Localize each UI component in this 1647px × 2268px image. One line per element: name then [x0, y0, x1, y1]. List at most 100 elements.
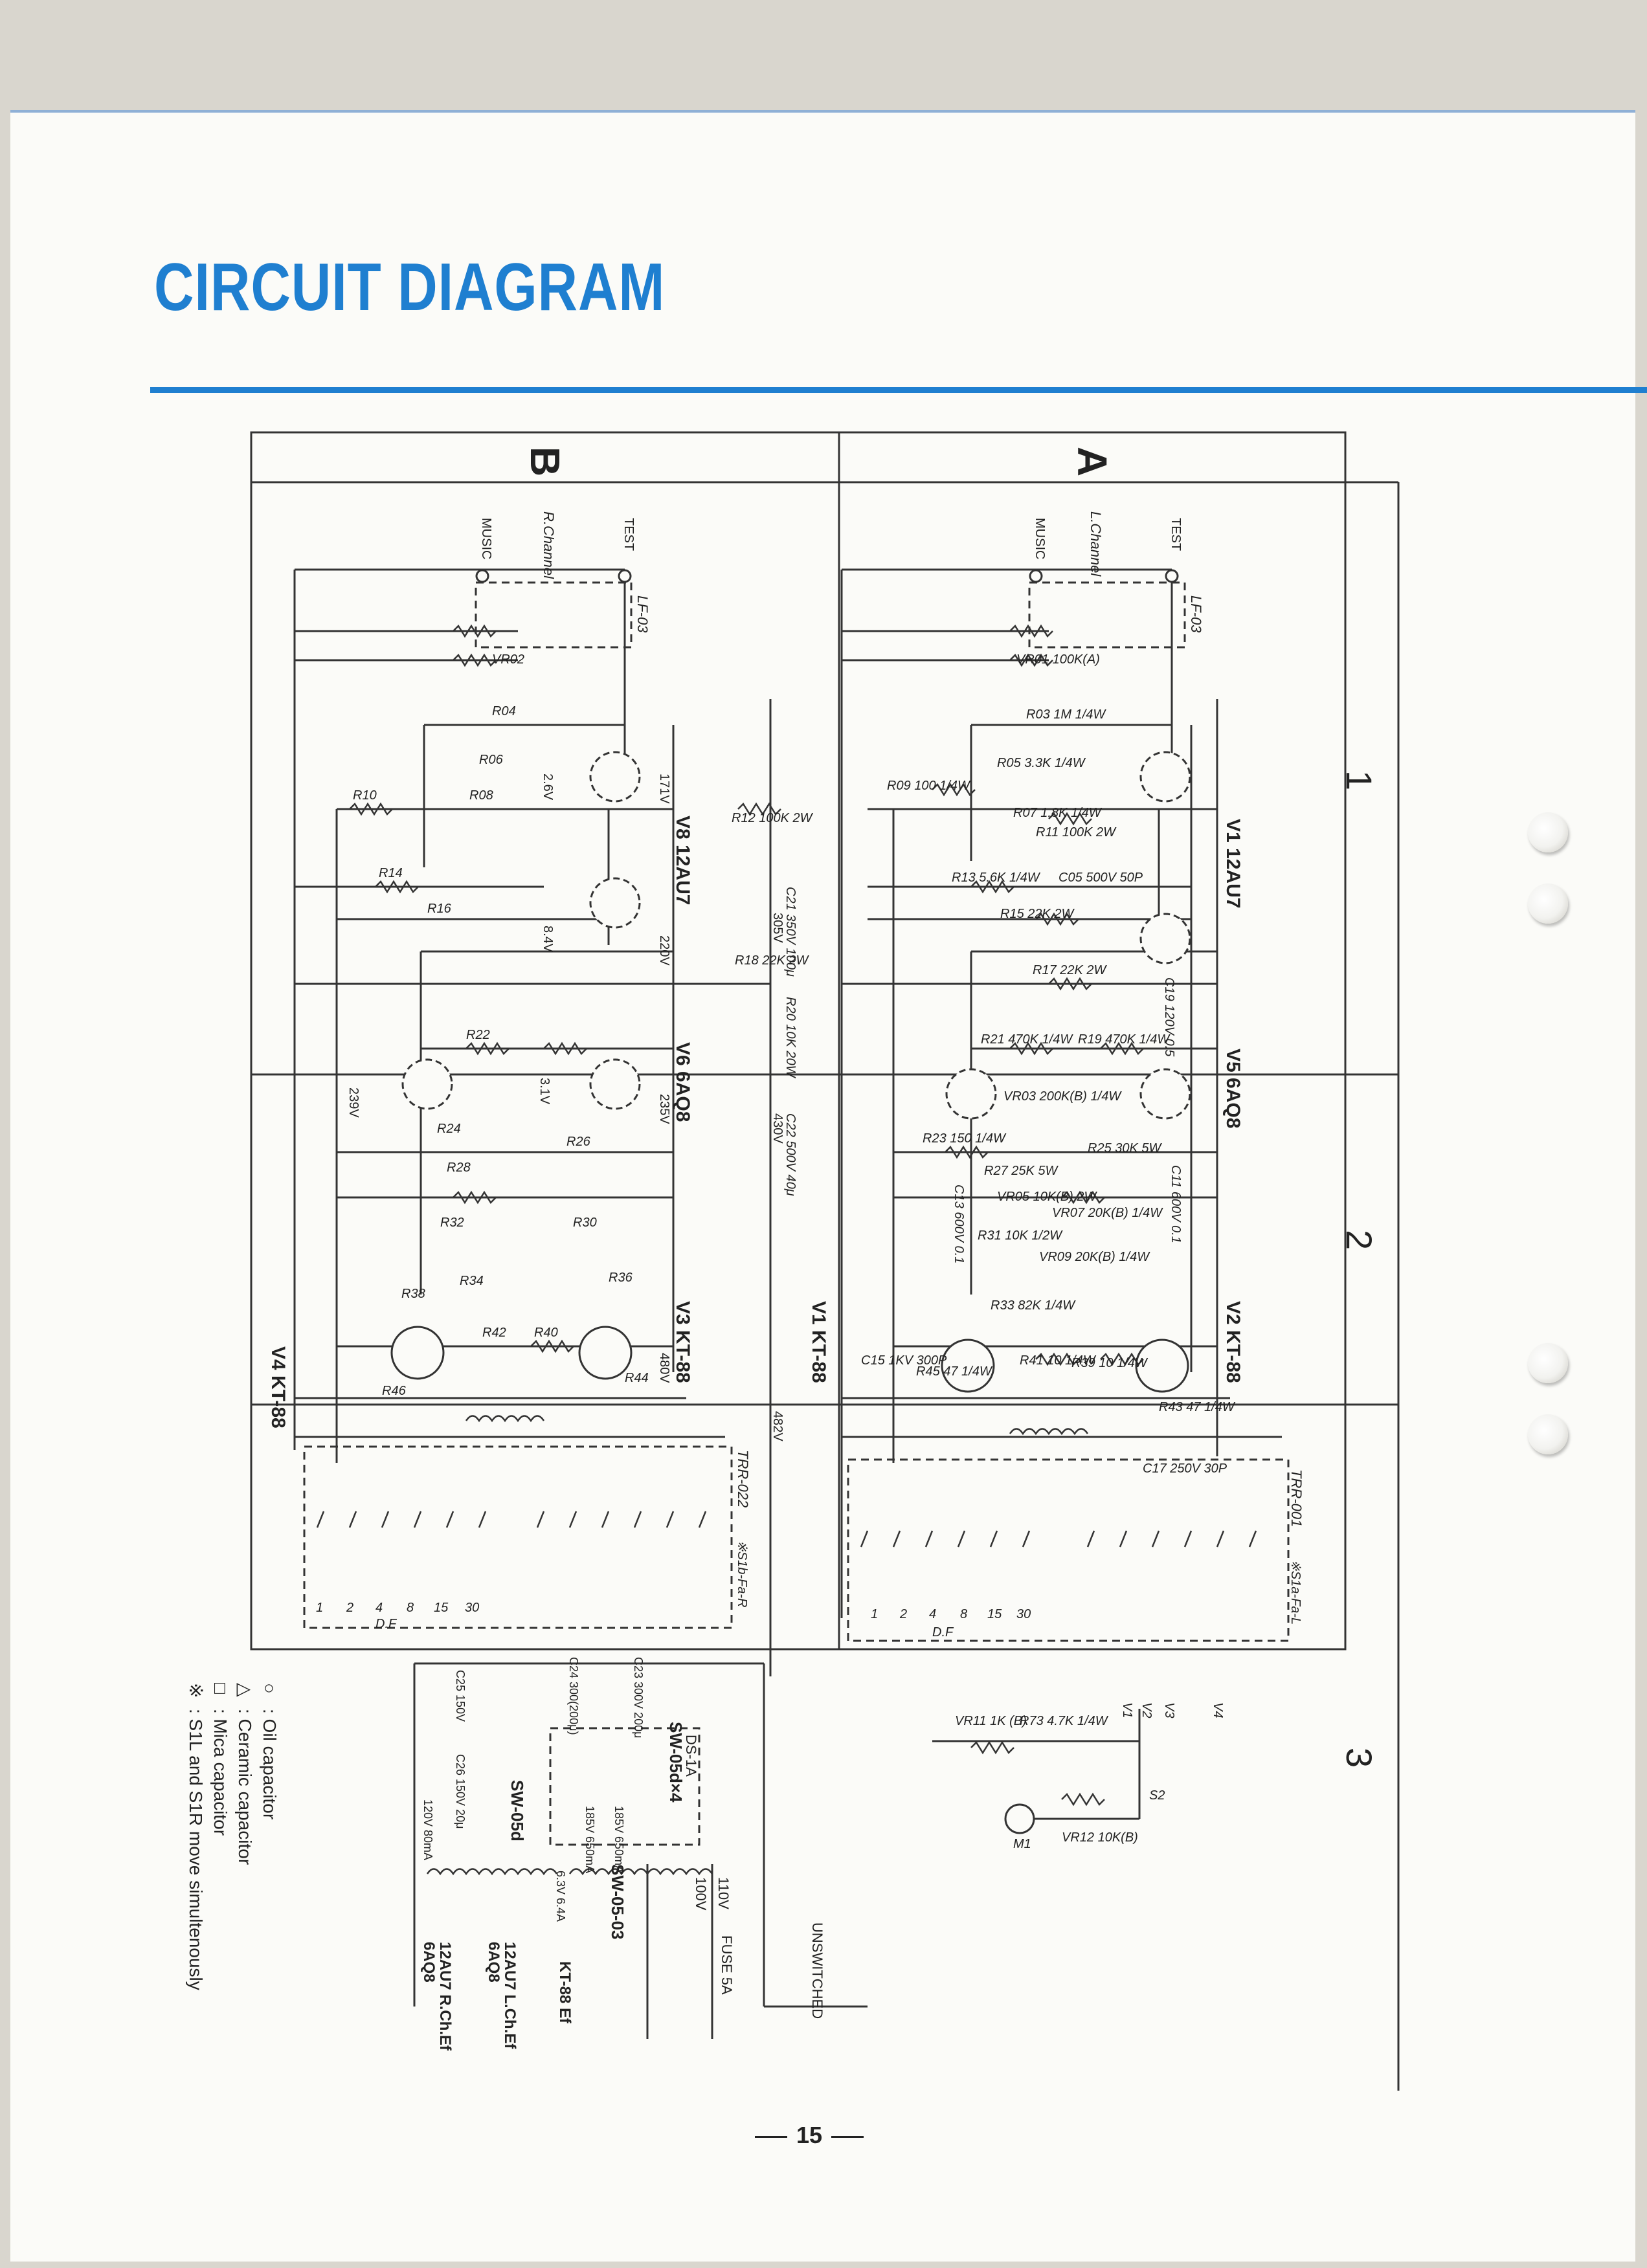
rectifier-box [549, 1727, 700, 1846]
heater-6aq8-r: 6AQ8 [420, 1942, 438, 1983]
outlet-label: UNSWITCHED [809, 1922, 825, 2019]
a-r11: R11 100K 2W [1036, 825, 1117, 839]
legend-ceramic-text: : Ceramic capacitor [235, 1709, 255, 1865]
a-music-jack [1029, 569, 1043, 583]
a-r15: R15 22K 2W [1000, 907, 1075, 921]
choke-main-label: SW-05d [508, 1780, 527, 1841]
a-transformer-label: TRR-001 [1288, 1469, 1305, 1527]
b-r14: R14 [379, 866, 403, 880]
b-r22: R22 [466, 1028, 490, 1042]
a-r03: R03 1M 1/4W [1026, 707, 1106, 722]
a-r17: R17 22K 2W [1033, 963, 1108, 977]
a-r25: R25 30K 5W [1088, 1141, 1163, 1155]
voltage-220v: 220V [657, 935, 671, 966]
title-rule [150, 387, 1647, 393]
b-switch-note: ※S1b-Fa-R [735, 1540, 749, 1607]
mains-100v: 100V [693, 1877, 709, 1911]
a-r05: R05 3.3K 1/4W [997, 756, 1086, 770]
b-c22: C22 500V 40μ [783, 1113, 798, 1196]
schematic-frame [250, 431, 1347, 1651]
punch-hole-3 [1528, 1343, 1568, 1383]
punch-hole-2 [1528, 884, 1568, 924]
tube-v1-label: V1 12AU7 [1222, 819, 1244, 908]
power-transformer-label: SW-05-03 [608, 1864, 627, 1940]
tube-v4-label: V4 KT-88 [267, 1346, 289, 1429]
zone-3: 3 [1339, 1748, 1380, 1768]
b-transformer-label: TRR-022 [735, 1450, 751, 1507]
voltage-171v: 171V [657, 773, 671, 804]
b-tap-8: 8 [407, 1601, 414, 1615]
b-r06: R06 [479, 753, 504, 767]
choke-b-label: SW-05d×4 [666, 1722, 686, 1803]
b-c21: C21 350V 100μ [783, 887, 798, 977]
a-r19: R19 470K 1/4W [1078, 1032, 1171, 1047]
v6-tube-section-1 [589, 1058, 641, 1110]
b-r46: R46 [382, 1384, 407, 1398]
cap-c24: C24 300(200μ) [567, 1657, 580, 1735]
a-tap-2: 2 [899, 1607, 907, 1621]
b-r42: R42 [482, 1326, 506, 1340]
heater-12au7-l: 12AU7 L.Ch.Ef [501, 1942, 519, 2049]
meter-m1 [1004, 1803, 1035, 1834]
v4-tube [390, 1326, 445, 1380]
a-c15: C15 1KV 300P [861, 1353, 947, 1368]
b-tap-15: 15 [434, 1601, 449, 1615]
a-r39: R39 10 1/4W [1071, 1356, 1148, 1370]
a-filter-label: LF-03 [1188, 595, 1204, 633]
b-filter-label: LF-03 [634, 595, 651, 633]
a-c19: C19 120V 0.5 [1162, 977, 1176, 1057]
legend-switch-note: ※: S1L and S1R move simultenously [183, 1683, 208, 2265]
b-r12: R12 100K 2W [732, 811, 814, 825]
b-r30: R30 [573, 1216, 597, 1230]
b-r24: R24 [437, 1122, 461, 1136]
b-vr02: VR02 [492, 652, 524, 667]
punch-hole-1 [1528, 812, 1568, 852]
a-c05: C05 500V 50P [1059, 871, 1143, 885]
a-r33: R33 82K 1/4W [991, 1298, 1076, 1313]
zone-1: 1 [1339, 770, 1380, 790]
a-test-jack [1165, 569, 1179, 583]
winding-3: 6.3V 6.4A [554, 1871, 567, 1922]
legend-oil-text: : Oil capacitor [260, 1709, 280, 1820]
b-output-switch-box [303, 1445, 733, 1629]
a-tap-30: 30 [1016, 1607, 1031, 1621]
a-tap-4: 4 [929, 1607, 936, 1621]
zone-2: 2 [1339, 1230, 1380, 1250]
b-r40: R40 [534, 1326, 558, 1340]
v5-tube-section-1 [1139, 1068, 1191, 1120]
b-r32: R32 [440, 1216, 464, 1230]
a-vr03: VR03 200K(B) 1/4W [1003, 1089, 1122, 1104]
voltage-8-4v: 8.4V [541, 926, 555, 953]
heater-12au7-r: 12AU7 R.Ch.Ef [436, 1942, 454, 2051]
a-vr01: VR01 100K(A) [1016, 652, 1100, 667]
voltage-3-1v: 3.1V [537, 1078, 552, 1105]
winding-1: 185V 650mA [612, 1806, 625, 1873]
cap-c25: C25 150V [454, 1670, 467, 1722]
meter-r73: R73 4.7K 1/4W [1020, 1714, 1109, 1728]
cap-c26: C26 150V 20μ [454, 1754, 467, 1829]
b-tap-2: 2 [346, 1601, 353, 1615]
a-r43: R43 47 1/4W [1159, 1400, 1236, 1414]
a-r27: R27 25K 5W [984, 1164, 1059, 1178]
legend: ○: Oil capacitor △: Ceramic capacitor □:… [186, 1683, 282, 2265]
b-r34: R34 [460, 1274, 484, 1288]
v6-tube-section-2 [401, 1058, 453, 1110]
a-r23: R23 150 1/4W [923, 1131, 1007, 1146]
b-r44: R44 [625, 1371, 649, 1385]
section-b-letter: B [522, 447, 568, 476]
b-r26: R26 [566, 1135, 591, 1149]
voltage-235v: 235V [657, 1094, 671, 1124]
b-r36: R36 [609, 1271, 633, 1285]
section-b-channel: R.Channel [541, 511, 557, 579]
winding-2: 185V 650mA [583, 1806, 596, 1873]
b-r16: R16 [427, 902, 452, 916]
meter-s2-label: S2 [1149, 1788, 1165, 1803]
a-switch-note: ※S1a-Fa-L [1288, 1560, 1303, 1625]
mains-110v: 110V [715, 1877, 732, 1909]
meter-tap-v4: V4 [1211, 1702, 1225, 1718]
tube-v2-label: V2 KT-88 [1222, 1301, 1244, 1383]
voltage-2-6v: 2.6V [541, 773, 555, 801]
tube-v5-label: V5 6AQ8 [1222, 1049, 1244, 1128]
tube-v8-label: V8 12AU7 [672, 816, 693, 905]
